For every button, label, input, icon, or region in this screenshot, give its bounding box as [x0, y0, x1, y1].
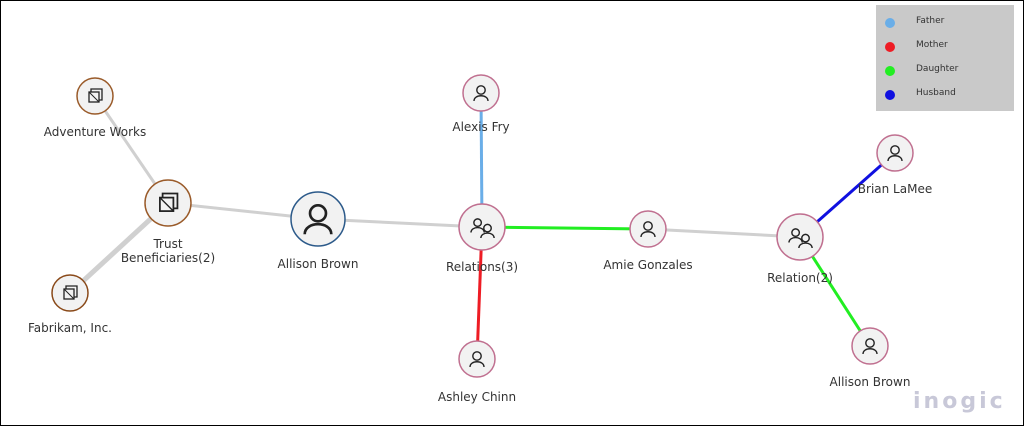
- node-allison-brown-right[interactable]: Allison Brown: [830, 327, 911, 389]
- legend-item-daughter: Daughter: [876, 62, 1014, 80]
- legend-label: Mother: [916, 40, 948, 50]
- node-label: Alexis Fry: [452, 120, 509, 134]
- node-label: Adventure Works: [44, 125, 147, 139]
- legend: Father Mother Daughter Husband: [876, 5, 1014, 111]
- node-fabrikam[interactable]: Fabrikam, Inc.: [28, 274, 112, 335]
- node-relation-2[interactable]: Relation(2): [767, 213, 833, 285]
- brand-watermark: inogic: [913, 389, 1006, 414]
- node-label: Relation(2): [767, 271, 833, 285]
- node-label: Brian LaMee: [858, 182, 932, 196]
- legend-item-husband: Husband: [876, 86, 1014, 104]
- node-label: Fabrikam, Inc.: [28, 321, 112, 335]
- node-trust-beneficiaries[interactable]: Trust Beneficiaries(2): [121, 179, 215, 265]
- edge-daughter-amie: [481, 225, 649, 231]
- legend-label: Father: [916, 16, 945, 26]
- legend-swatch: [885, 42, 895, 52]
- node-label: Relations(3): [446, 260, 518, 274]
- edge-amie-relation2: [647, 227, 801, 239]
- legend-item-mother: Mother: [876, 38, 1014, 56]
- legend-swatch: [885, 90, 895, 100]
- node-label-line2: Beneficiaries(2): [121, 251, 215, 265]
- node-label: Allison Brown: [278, 257, 359, 271]
- legend-swatch: [885, 18, 895, 28]
- node-ashley-chinn[interactable]: Ashley Chinn: [438, 340, 516, 404]
- legend-swatch: [885, 66, 895, 76]
- legend-label: Husband: [916, 88, 956, 98]
- node-alexis-fry[interactable]: Alexis Fry: [452, 74, 510, 134]
- node-label: Allison Brown: [830, 375, 911, 389]
- node-amie-gonzales[interactable]: Amie Gonzales: [603, 210, 693, 272]
- node-label-line1: Trust: [152, 237, 182, 251]
- node-relations-3[interactable]: Relations(3): [446, 203, 518, 274]
- node-adventure-works[interactable]: Adventure Works: [44, 77, 147, 139]
- node-brian-lamee[interactable]: Brian LaMee: [858, 134, 932, 196]
- node-label: Amie Gonzales: [603, 258, 692, 272]
- legend-item-father: Father: [876, 14, 1014, 32]
- node-allison-brown-main[interactable]: Allison Brown: [278, 191, 359, 271]
- node-label: Ashley Chinn: [438, 390, 516, 404]
- legend-label: Daughter: [916, 64, 959, 74]
